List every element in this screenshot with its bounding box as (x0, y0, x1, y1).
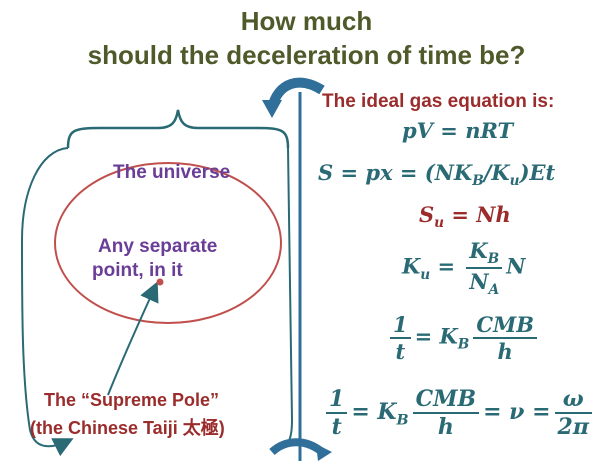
equation-entropy: S = px = (NKB/Ku)Et (318, 160, 556, 190)
pole-label-line-1: The “Supreme Pole” (44, 390, 220, 410)
separate-point (156, 278, 164, 286)
equation-su: Su = Nh (419, 202, 511, 232)
point-label-line-2: point, in it (92, 260, 183, 281)
universe-label: The universe (113, 162, 231, 183)
right-bracket (279, 147, 294, 447)
point-label-line-1: Any separate (98, 236, 218, 257)
universe-circle (54, 162, 282, 324)
curly-brace (66, 109, 290, 149)
equation-ideal-gas: pV = nRT (402, 118, 514, 143)
loop-line (20, 147, 74, 457)
bottom-cycle-arrow (269, 438, 325, 456)
equations-header: The ideal gas equation is: (322, 91, 555, 112)
pole-label-line-2: (the Chinese Taiji 太極) (30, 418, 225, 438)
pole-to-point-arrow (107, 281, 159, 396)
title-line-1: How much (240, 6, 373, 36)
title-line-2: should the deceleration of time be? (87, 40, 526, 70)
